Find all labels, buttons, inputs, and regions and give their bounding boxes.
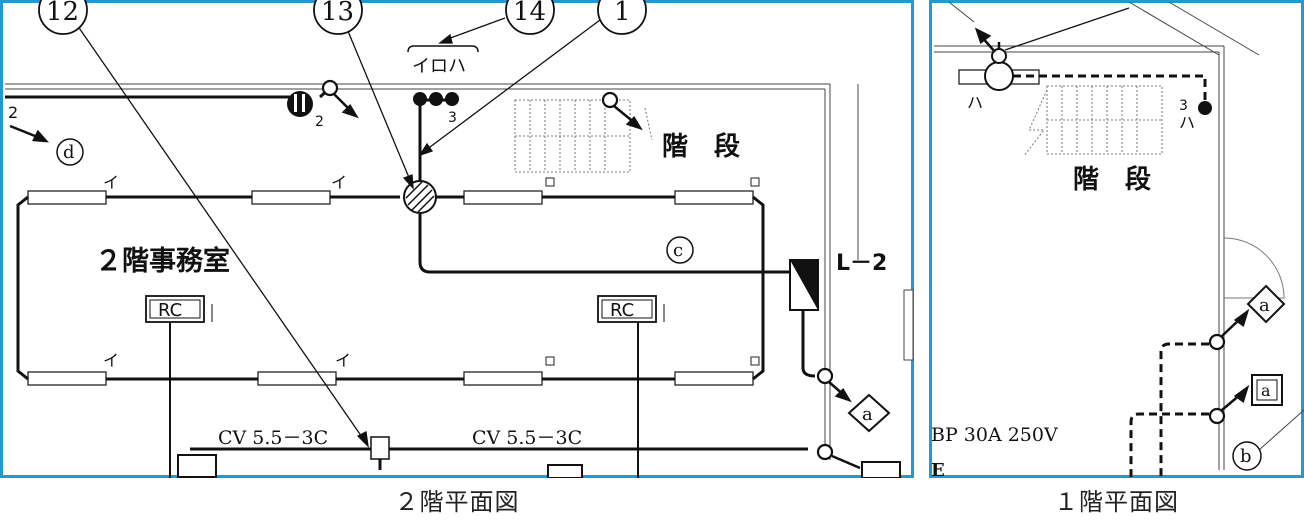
switch-dots: [413, 92, 459, 106]
building-walls: [5, 83, 859, 460]
floor-plan-2f-panel: 階 段 イ イ イ イ: [0, 0, 914, 478]
diamond-letter: a: [1259, 295, 1270, 316]
building-walls: [934, 1, 1304, 470]
lamp-label: イ: [103, 351, 119, 370]
stair-label: 階 段: [1073, 164, 1151, 195]
stair-symbol: [1023, 85, 1163, 157]
panel-caption-1f: １階平面図: [1054, 488, 1179, 516]
arrow-icons: [1221, 308, 1250, 411]
circle-b-label: b: [1240, 446, 1252, 467]
lamp: [674, 371, 754, 386]
callout-label: 12: [46, 0, 79, 27]
diamond-symbol: a: [1246, 284, 1286, 324]
cable-label: CV 5.5－3C: [472, 427, 582, 449]
outlet-circles: [321, 79, 834, 461]
switch-ha-label: ハ: [1179, 113, 1195, 132]
circle-d-label: d: [63, 142, 75, 163]
lamp: [27, 190, 107, 205]
arrow-icons: [974, 27, 1001, 53]
left-count: 2: [8, 103, 18, 122]
callout-leaders: [74, 17, 601, 448]
ceiling-outlet-symbol: [403, 180, 437, 214]
receptacle-count: 2: [315, 114, 324, 130]
panel-label: L－2: [836, 251, 887, 276]
lamp-fixture-symbol: [958, 48, 1040, 91]
room-label: ２階事務室: [95, 245, 230, 277]
edge-letter: E: [931, 460, 945, 478]
stair-symbol: [514, 99, 631, 173]
square-letter: a: [1261, 381, 1271, 400]
switch-letters: イロハ: [412, 56, 466, 77]
diamond-symbol: a: [847, 393, 891, 433]
rc-label: RC: [158, 300, 182, 321]
lamp-label: イ: [335, 351, 351, 370]
breaker-label: BP 30A 250V: [931, 424, 1058, 446]
callout-label: 14: [513, 0, 546, 27]
rc-label: RC: [610, 300, 634, 321]
receptacle-symbol: [287, 91, 313, 117]
floor-plan-1f-panel: 階 段 ハ 3 ハ a a b: [929, 0, 1304, 478]
dashed-wiring: [1013, 74, 1209, 478]
lamp: [674, 190, 754, 205]
lamp-label: イ: [103, 173, 119, 192]
outlet-circles: [1208, 333, 1226, 425]
lamp: [251, 190, 331, 205]
lamp: [27, 371, 107, 386]
square-symbol: a: [1251, 374, 1283, 406]
switch-count: 3: [1179, 98, 1188, 114]
panel-caption-2f: ２階平面図: [394, 488, 520, 516]
floor-plan-2f-drawing: 階 段 イ イ イ イ: [0, 0, 914, 478]
arrow-icons: [9, 93, 861, 470]
switch-count: 3: [448, 110, 457, 126]
floor-plan-1f-drawing: 階 段 ハ 3 ハ a a b: [929, 0, 1304, 478]
callout-circles: [38, 0, 647, 35]
cable-label: CV 5.5－3C: [218, 427, 328, 449]
rc-box: RC: [145, 295, 205, 323]
callout-label: 1: [614, 0, 631, 27]
lamp-label: イ: [331, 173, 347, 192]
diamond-letter: a: [862, 404, 873, 425]
fluorescent-lamps: [27, 190, 754, 386]
lamp-markers: [545, 177, 760, 366]
wiring: [5, 86, 816, 470]
circle-c-label: c: [673, 240, 683, 261]
callout-label: 13: [321, 0, 354, 27]
rc-box: RC: [597, 295, 657, 323]
stair-label: 階 段: [662, 131, 740, 162]
lamp-ha-label: ハ: [967, 93, 983, 112]
lamp: [463, 371, 543, 386]
lamp: [463, 190, 543, 205]
distribution-panel-symbol: [789, 259, 819, 311]
